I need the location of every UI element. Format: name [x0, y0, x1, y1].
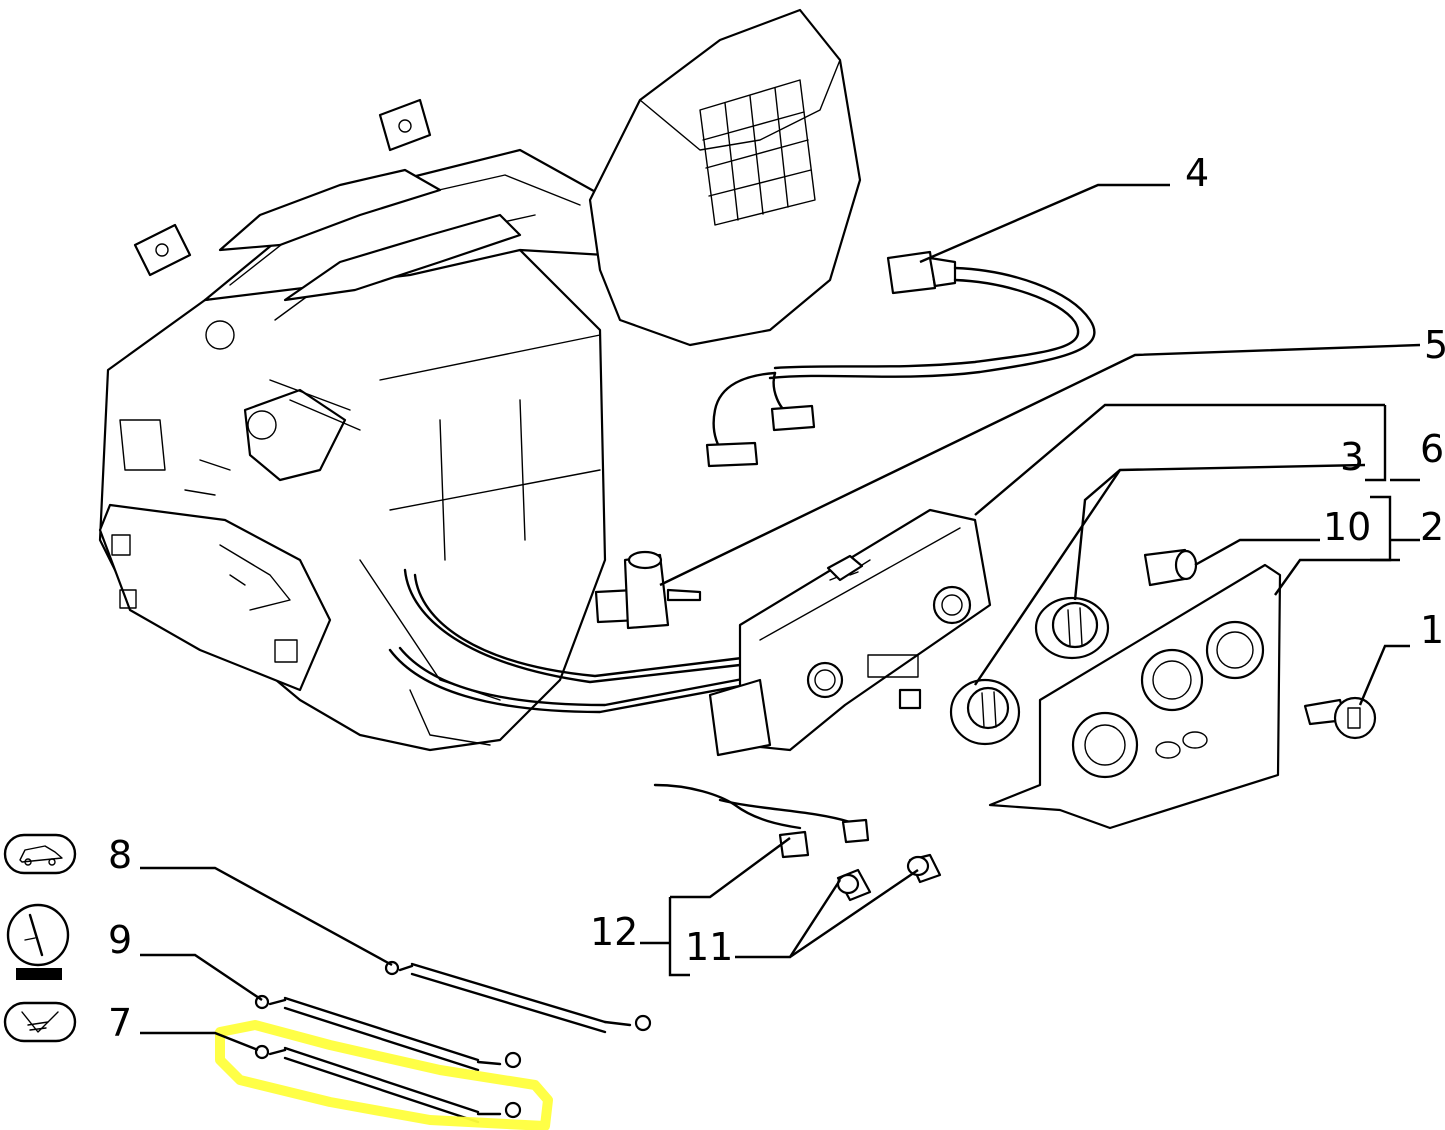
face-plate: [988, 563, 1282, 830]
servo-motor: [594, 550, 702, 630]
callout-1: 1: [1420, 608, 1444, 652]
rotary-knobs: [949, 596, 1110, 746]
control-module: [708, 508, 992, 757]
callout-7: 7: [108, 1001, 132, 1045]
callout-11: 11: [685, 925, 733, 969]
callout-10: 10: [1323, 505, 1371, 549]
car-recirculation-icon: [3, 833, 77, 875]
bulb-holder: [1303, 696, 1377, 740]
housing-control-cables: [388, 568, 750, 714]
callout-6: 6: [1420, 427, 1444, 471]
knob-sleeve: [1143, 548, 1198, 587]
callout-5: 5: [1424, 323, 1445, 367]
bulbs: [836, 853, 942, 902]
callout-9: 9: [108, 918, 132, 962]
callout-labels: 4 5 3 6 10 2 1 8 9 7 12 11: [108, 151, 1445, 1045]
leader-lines: [140, 183, 1421, 1052]
wiring-harness: [705, 250, 1096, 468]
callout-2: 2: [1420, 505, 1444, 549]
rotary-knob-icon: [6, 903, 70, 980]
blower-vent-grid: [699, 79, 816, 226]
callout-12: 12: [590, 910, 638, 954]
lamp-wiring: [653, 783, 870, 859]
defrost-vent-icon: [3, 1001, 77, 1043]
callout-4: 4: [1185, 151, 1209, 195]
control-cable-7: [254, 1044, 522, 1124]
control-cable-9: [254, 994, 522, 1072]
part-7-highlight: [215, 1020, 553, 1130]
callout-8: 8: [108, 833, 132, 877]
control-cable-8: [384, 960, 652, 1034]
heater-housing: [98, 8, 862, 752]
callout-3: 3: [1340, 435, 1364, 479]
